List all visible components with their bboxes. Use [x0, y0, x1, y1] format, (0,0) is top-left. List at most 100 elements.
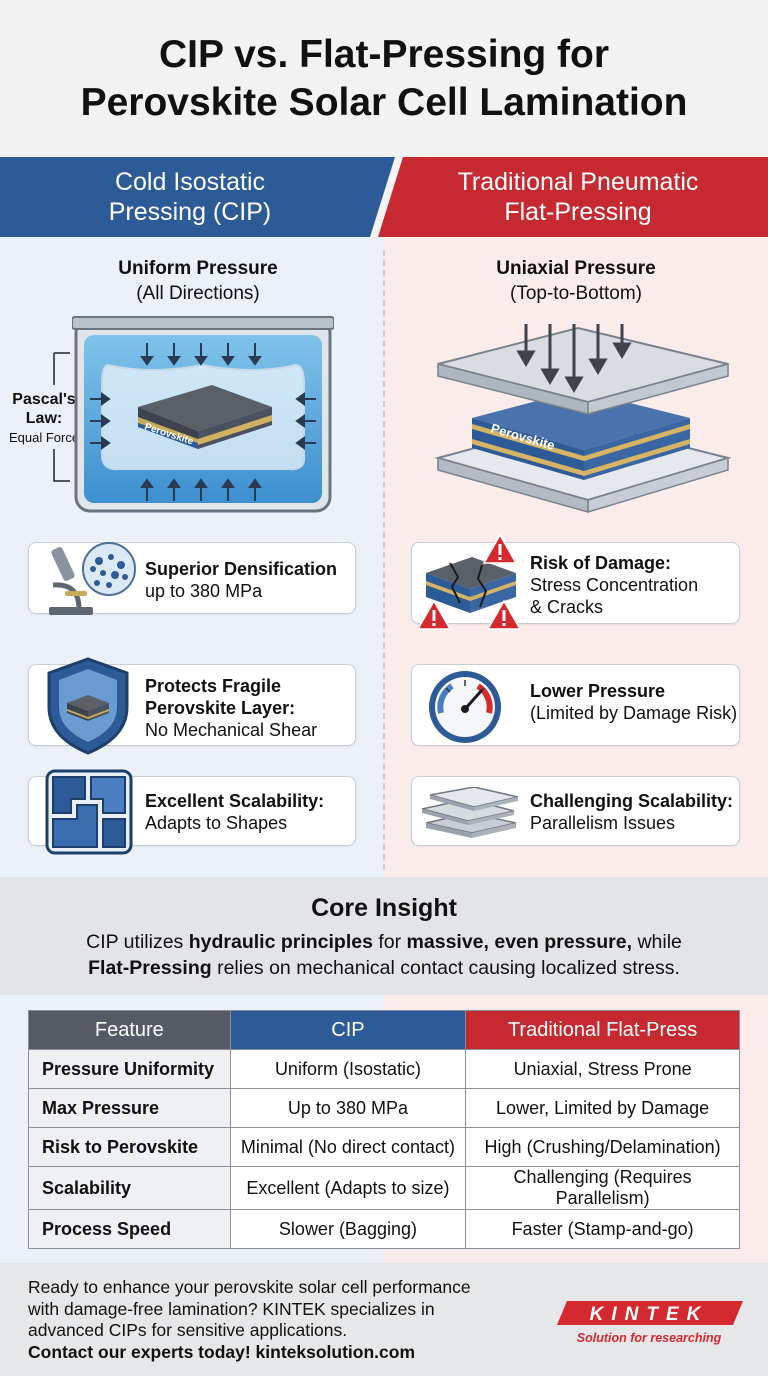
page-title: CIP vs. Flat-Pressing for Perovskite Sol…	[0, 0, 768, 157]
column-divider	[383, 250, 385, 870]
card-superior-densification-text: Superior Densification up to 380 MPa	[145, 558, 337, 602]
pascal-law-line-3: Equal Force	[8, 430, 80, 445]
card-protects-fragile-text: Protects Fragile Perovskite Layer: No Me…	[145, 675, 317, 741]
card-challenging-scalability-text: Challenging Scalability: Parallelism Iss…	[530, 790, 733, 834]
microscope-icon	[49, 542, 136, 615]
card-lower-pressure-title: Lower Pressure	[530, 681, 666, 701]
footer-cta: Ready to enhance your perovskite solar c…	[0, 1263, 768, 1376]
column-header-cip: CIP	[229, 1010, 467, 1050]
footer-line-2: with damage-free lamination? KINTEK spec…	[28, 1298, 435, 1319]
table-row: Process Speed Slower (Bagging) Faster (S…	[28, 1209, 740, 1249]
pascal-law-bracket	[53, 352, 70, 482]
table-cell-cip: Up to 380 MPa	[229, 1088, 467, 1128]
pressure-gauge-icon	[429, 671, 501, 743]
insight-emphasis: hydraulic principles	[188, 931, 373, 953]
card-risk-of-damage: Risk of Damage: Stress Concentration & C…	[411, 533, 740, 630]
table-cell-flat-press: Uniaxial, Stress Prone	[465, 1049, 740, 1089]
card-challenging-scalability: Challenging Scalability: Parallelism Iss…	[411, 776, 740, 846]
flat-press-band-label: Traditional Pneumatic Flat-Pressing	[388, 167, 768, 227]
table-cell-feature: Process Speed	[28, 1209, 231, 1249]
card-excellent-scalability-detail: Adapts to Shapes	[145, 813, 288, 833]
table-cell-feature: Risk to Perovskite	[28, 1127, 231, 1167]
cip-band-label: Cold Isostatic Pressing (CIP)	[0, 167, 380, 227]
card-protects-fragile-title-1: Protects Fragile	[145, 676, 282, 696]
cip-subheading-rest: (All Directions)	[136, 283, 260, 304]
logo-wordmark: KINTEK	[590, 1304, 709, 1325]
card-superior-densification-title: Superior Densification	[145, 559, 338, 579]
table-row: Pressure Uniformity Uniform (Isostatic) …	[28, 1049, 740, 1089]
core-insight-heading: Core Insight	[311, 894, 457, 922]
table-row: Scalability Excellent (Adapts to size) C…	[28, 1166, 740, 1210]
table-cell-flat-press: Challenging (Requires Parallelism)	[465, 1166, 740, 1210]
table-cell-flat-press: Faster (Stamp-and-go)	[465, 1209, 740, 1249]
card-lower-pressure: Lower Pressure (Limited by Damage Risk)	[411, 664, 740, 746]
card-excellent-scalability-text: Excellent Scalability: Adapts to Shapes	[145, 790, 324, 834]
card-lower-pressure-detail: (Limited by Damage Risk)	[530, 703, 738, 723]
card-risk-of-damage-detail-1: Stress Concentration	[530, 575, 699, 595]
table-cell-feature: Pressure Uniformity	[28, 1049, 231, 1089]
insight-text: while	[632, 931, 682, 953]
title-line-1: CIP vs. Flat-Pressing for	[158, 32, 610, 76]
table-cell-cip: Uniform (Isostatic)	[229, 1049, 467, 1089]
table-cell-cip: Slower (Bagging)	[229, 1209, 467, 1249]
stacked-plates-icon	[421, 787, 519, 838]
kintek-logo: KINTEK Solution for researching	[557, 1301, 743, 1345]
insight-emphasis: Flat-Pressing	[88, 957, 212, 979]
footer-contact-link[interactable]: Contact our experts today! kinteksolutio…	[28, 1341, 415, 1362]
core-insight-section: Core Insight CIP utilizes hydraulic prin…	[0, 877, 768, 995]
card-lower-pressure-text: Lower Pressure (Limited by Damage Risk)	[530, 680, 737, 724]
flat-press-illustration: Perovskite	[434, 324, 732, 514]
flat-press-band	[378, 157, 768, 237]
footer-text: Ready to enhance your perovskite solar c…	[28, 1277, 508, 1363]
cip-subheading: Uniform Pressure (All Directions)	[48, 256, 348, 306]
card-risk-of-damage-detail-2: & Cracks	[530, 597, 604, 617]
comparison-table-section: Feature CIP Traditional Flat-Press Press…	[0, 995, 768, 1263]
card-excellent-scalability: Excellent Scalability: Adapts to Shapes	[28, 769, 356, 855]
card-superior-densification: Superior Densification up to 380 MPa	[28, 542, 356, 615]
cip-band-line-1: Cold Isostatic	[114, 168, 266, 196]
pascal-law-label: Pascal's Law: Equal Force	[4, 390, 84, 447]
title-line-2: Perovskite Solar Cell Lamination	[80, 80, 688, 124]
logo-tagline: Solution for researching	[577, 1331, 722, 1345]
band-shapes	[0, 157, 768, 237]
table-row: Max Pressure Up to 380 MPa Lower, Limite…	[28, 1088, 740, 1128]
table-cell-cip: Excellent (Adapts to size)	[229, 1166, 467, 1210]
table-row: Risk to Perovskite Minimal (No direct co…	[28, 1127, 740, 1167]
core-insight-line-1: CIP utilizes hydraulic principles for ma…	[0, 929, 768, 955]
core-insight-line-2: Flat-Pressing relies on mechanical conta…	[0, 955, 768, 981]
card-superior-densification-detail: up to 380 MPa	[145, 581, 263, 601]
card-risk-of-damage-text: Risk of Damage: Stress Concentration & C…	[530, 552, 698, 618]
cip-vessel-illustration: Perovskite	[72, 316, 334, 513]
shield-icon	[47, 657, 129, 755]
cip-band-line-2: Pressing (CIP)	[108, 198, 272, 226]
column-header-flat-press: Traditional Flat-Press	[465, 1010, 740, 1050]
table-cell-feature: Max Pressure	[28, 1088, 231, 1128]
puzzle-shapes-icon	[45, 769, 133, 855]
footer-line-1: Ready to enhance your perovskite solar c…	[28, 1277, 471, 1297]
flat-press-subheading-rest: (Top-to-Bottom)	[510, 283, 642, 304]
flat-press-band-line-2: Flat-Pressing	[504, 198, 652, 226]
cracked-layer-warning-icon	[420, 533, 522, 630]
cip-subheading-bold: Uniform Pressure	[118, 258, 278, 279]
flat-press-subheading-bold: Uniaxial Pressure	[496, 258, 656, 279]
flat-press-band-line-1: Traditional Pneumatic	[457, 168, 699, 196]
comparison-header-bands: Cold Isostatic Pressing (CIP) Traditiona…	[0, 157, 768, 237]
flat-press-subheading: Uniaxial Pressure (Top-to-Bottom)	[426, 256, 726, 306]
table-cell-flat-press: Lower, Limited by Damage	[465, 1088, 740, 1128]
card-protects-fragile: Protects Fragile Perovskite Layer: No Me…	[28, 657, 356, 755]
insight-text: CIP utilizes	[86, 931, 189, 953]
card-protects-fragile-detail: No Mechanical Shear	[145, 720, 318, 740]
table-cell-cip: Minimal (No direct contact)	[229, 1127, 467, 1167]
table-cell-feature: Scalability	[28, 1166, 231, 1210]
footer-line-3: advanced CIPs for sensitive applications…	[28, 1320, 348, 1340]
table-cell-flat-press: High (Crushing/Delamination)	[465, 1127, 740, 1167]
pascal-law-line-1: Pascal's	[12, 391, 76, 408]
card-challenging-scalability-title: Challenging Scalability:	[530, 791, 734, 811]
insight-text: for	[372, 931, 407, 953]
insight-emphasis: massive, even pressure,	[406, 931, 633, 953]
warning-triangle-icon	[420, 533, 522, 630]
card-risk-of-damage-title: Risk of Damage:	[530, 553, 672, 573]
card-protects-fragile-title-2: Perovskite Layer:	[145, 698, 296, 718]
insight-text: relies on mechanical contact causing loc…	[211, 957, 680, 979]
card-excellent-scalability-title: Excellent Scalability:	[145, 791, 325, 811]
